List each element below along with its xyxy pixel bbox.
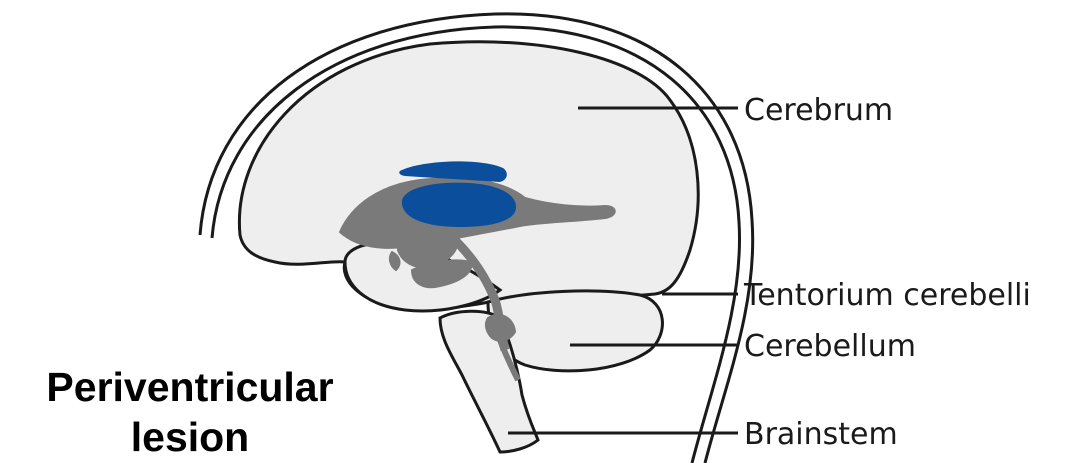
brainstem-label: Brainstem bbox=[744, 420, 898, 450]
lesion-caption: Periventricular lesion bbox=[20, 362, 360, 462]
tentorium-cerebelli-label: Tentorium cerebelli bbox=[744, 281, 1031, 311]
caption-line-2: lesion bbox=[20, 412, 360, 462]
cerebellum-label: Cerebellum bbox=[744, 332, 916, 362]
caption-line-1: Periventricular bbox=[20, 362, 360, 412]
lesion-lower bbox=[402, 183, 516, 227]
cerebrum-label: Cerebrum bbox=[744, 96, 893, 126]
